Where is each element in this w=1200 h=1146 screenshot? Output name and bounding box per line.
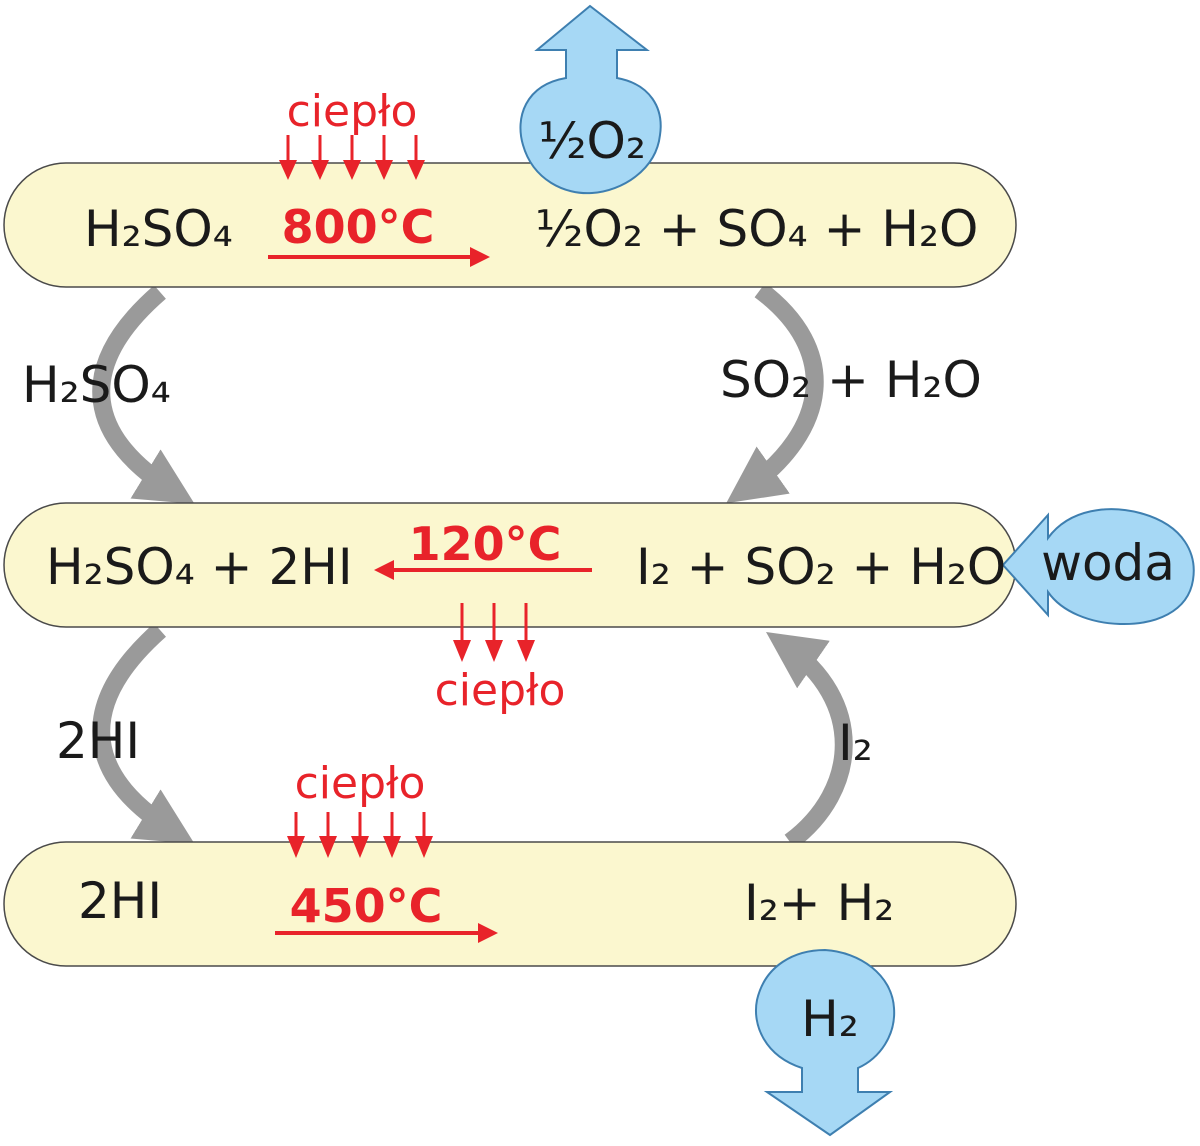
transfer-arrow-left-lower — [92, 623, 195, 845]
heat-input-stage1: ciepło — [279, 86, 425, 180]
transfer-arrow-right-upper — [726, 282, 824, 504]
stage2-reactants: I₂ + SO₂ + H₂O — [636, 538, 1006, 596]
transfer-label-left-upper: H₂SO₄ — [22, 356, 171, 414]
heat-input-stage3: ciepło — [287, 758, 433, 858]
heat-label-stage2: ciepło — [435, 665, 566, 716]
down-arrows-icon — [453, 603, 535, 662]
heat-label-stage3: ciepło — [295, 758, 426, 809]
stage2-products: H₂SO₄ + 2HI — [46, 538, 353, 596]
oxygen-out-label: ½O₂ — [538, 112, 646, 170]
heat-output-stage2: ciepło — [435, 603, 566, 716]
heat-label-stage1: ciepło — [287, 86, 418, 137]
stage1-temperature: 800°C — [282, 200, 435, 254]
stage-box-1 — [3, 162, 1017, 288]
transfer-arrow-right-lower — [766, 631, 853, 850]
stage1-products: ½O₂ + SO₄ + H₂O — [535, 200, 978, 258]
drop-arrow-up-icon: ½O₂ — [519, 4, 662, 195]
stage-box-3 — [3, 841, 1017, 967]
stage2-temperature: 120°C — [409, 517, 562, 571]
stage1-reactant: H₂SO₄ — [84, 200, 233, 258]
transfer-label-left-lower: 2HI — [56, 712, 140, 770]
transfer-label-right-lower: I₂ — [838, 714, 873, 772]
water-in-label: woda — [1041, 534, 1175, 592]
stage3-reactant: 2HI — [78, 872, 162, 930]
drop-arrow-down-icon: H₂ — [755, 948, 896, 1137]
hydrogen-out-label: H₂ — [801, 990, 859, 1048]
stage3-temperature: 450°C — [290, 879, 443, 933]
stage3-products: I₂+ H₂ — [744, 874, 894, 932]
drop-arrow-left-icon: woda — [1001, 508, 1195, 626]
down-arrows-icon — [287, 812, 433, 858]
down-arrows-icon — [279, 135, 425, 180]
transfer-label-right-upper: SO₂ + H₂O — [720, 351, 982, 409]
transfer-arrow-left-upper — [92, 285, 195, 505]
